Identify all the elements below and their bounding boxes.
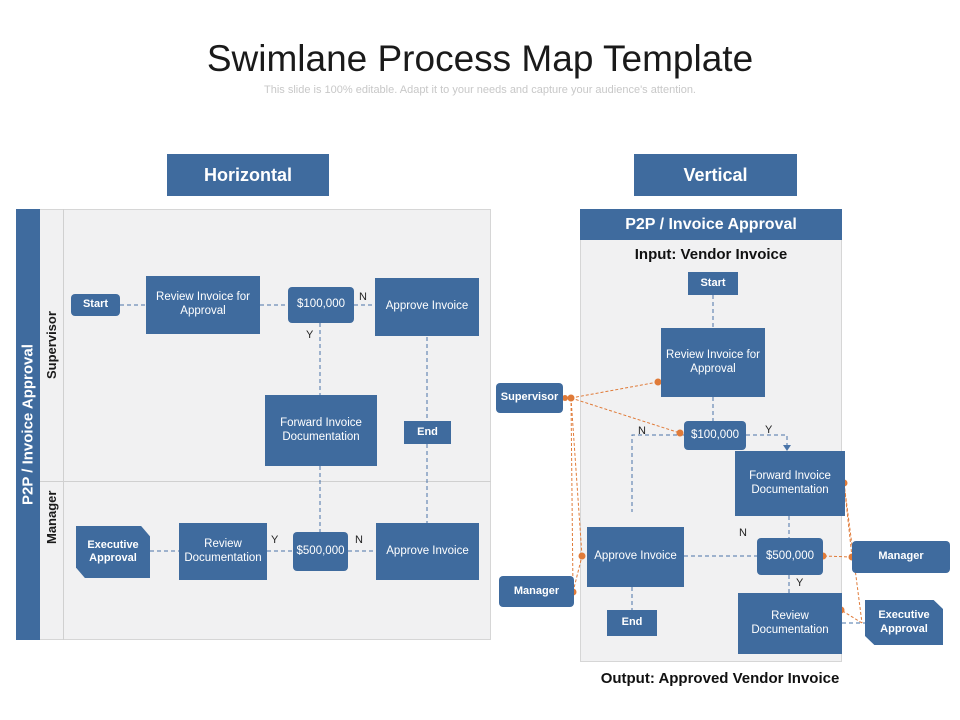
role-link-supervisor-manager bbox=[570, 397, 574, 593]
connector-v-100k-y bbox=[746, 434, 788, 447]
v-role-supervisor[interactable]: Supervisor bbox=[496, 383, 563, 413]
connector-v-100k-n bbox=[631, 434, 684, 512]
role-link-manager-approve bbox=[572, 555, 583, 593]
page-subtitle: This slide is 100% editable. Adapt it to… bbox=[264, 84, 696, 96]
v-start-node[interactable]: Start bbox=[688, 272, 738, 295]
v-label-y1: Y bbox=[765, 424, 773, 436]
h-forward-docs-node[interactable]: Forward Invoice Documentation bbox=[265, 395, 377, 466]
h-label-y1: Y bbox=[306, 329, 314, 341]
h-start-node[interactable]: Start bbox=[71, 294, 120, 316]
h-approve-invoice-bottom-node[interactable]: Approve Invoice bbox=[376, 523, 479, 580]
vertical-process-header: P2P / Invoice Approval bbox=[580, 209, 842, 240]
page-title: Swimlane Process Map Template bbox=[206, 38, 754, 79]
role-link-supervisor-review bbox=[570, 381, 659, 399]
h-label-y2: Y bbox=[271, 534, 279, 546]
vertical-input-label: Input: Vendor Invoice bbox=[634, 246, 788, 263]
dot-supervisor bbox=[567, 394, 575, 402]
h-approve-invoice-top-node[interactable]: Approve Invoice bbox=[375, 278, 479, 336]
horizontal-header: Horizontal bbox=[167, 154, 329, 196]
h-executive-approval-node[interactable]: Executive Approval bbox=[76, 526, 150, 578]
role-link-supervisor-100k bbox=[570, 397, 681, 434]
v-review-invoice-node[interactable]: Review Invoice for Approval bbox=[661, 328, 765, 397]
dot-100k bbox=[676, 429, 684, 437]
v-label-y2: Y bbox=[796, 577, 804, 589]
vertical-header: Vertical bbox=[634, 154, 797, 196]
v-label-n1: N bbox=[638, 425, 646, 437]
h-end-node[interactable]: End bbox=[404, 421, 451, 444]
h-label-n1: N bbox=[359, 291, 367, 303]
lane-divider-horizontal bbox=[40, 481, 491, 482]
h-label-n2: N bbox=[355, 534, 363, 546]
v-approve-invoice-node[interactable]: Approve Invoice bbox=[587, 527, 684, 587]
v-end-node[interactable]: End bbox=[607, 610, 657, 636]
v-100k-node[interactable]: $100,000 bbox=[684, 421, 746, 450]
v-role-manager-right[interactable]: Manager bbox=[852, 541, 950, 573]
v-label-n2: N bbox=[739, 527, 747, 539]
dot-approve bbox=[578, 552, 586, 560]
lane-divider-vertical bbox=[63, 209, 64, 640]
dot-review bbox=[654, 378, 662, 386]
role-link-manager-500k bbox=[822, 555, 853, 558]
v-500k-node[interactable]: $500,000 bbox=[757, 538, 823, 575]
v-forward-docs-node[interactable]: Forward Invoice Documentation bbox=[735, 451, 845, 516]
h-500k-node[interactable]: $500,000 bbox=[293, 532, 348, 571]
v-role-executive-approval[interactable]: Executive Approval bbox=[865, 600, 943, 645]
v-review-docs-node[interactable]: Review Documentation bbox=[738, 593, 842, 654]
role-link-exec-review bbox=[840, 609, 863, 624]
h-100k-node[interactable]: $100,000 bbox=[288, 287, 354, 323]
h-review-docs-node[interactable]: Review Documentation bbox=[179, 523, 267, 580]
role-link-supervisor-approve bbox=[570, 397, 583, 557]
dot-supervisor-2 bbox=[562, 395, 568, 401]
arrowhead-v-forward bbox=[783, 445, 791, 451]
v-role-manager-left[interactable]: Manager bbox=[499, 576, 574, 607]
vertical-output-label: Output: Approved Vendor Invoice bbox=[600, 670, 840, 687]
h-review-invoice-node[interactable]: Review Invoice for Approval bbox=[146, 276, 260, 334]
